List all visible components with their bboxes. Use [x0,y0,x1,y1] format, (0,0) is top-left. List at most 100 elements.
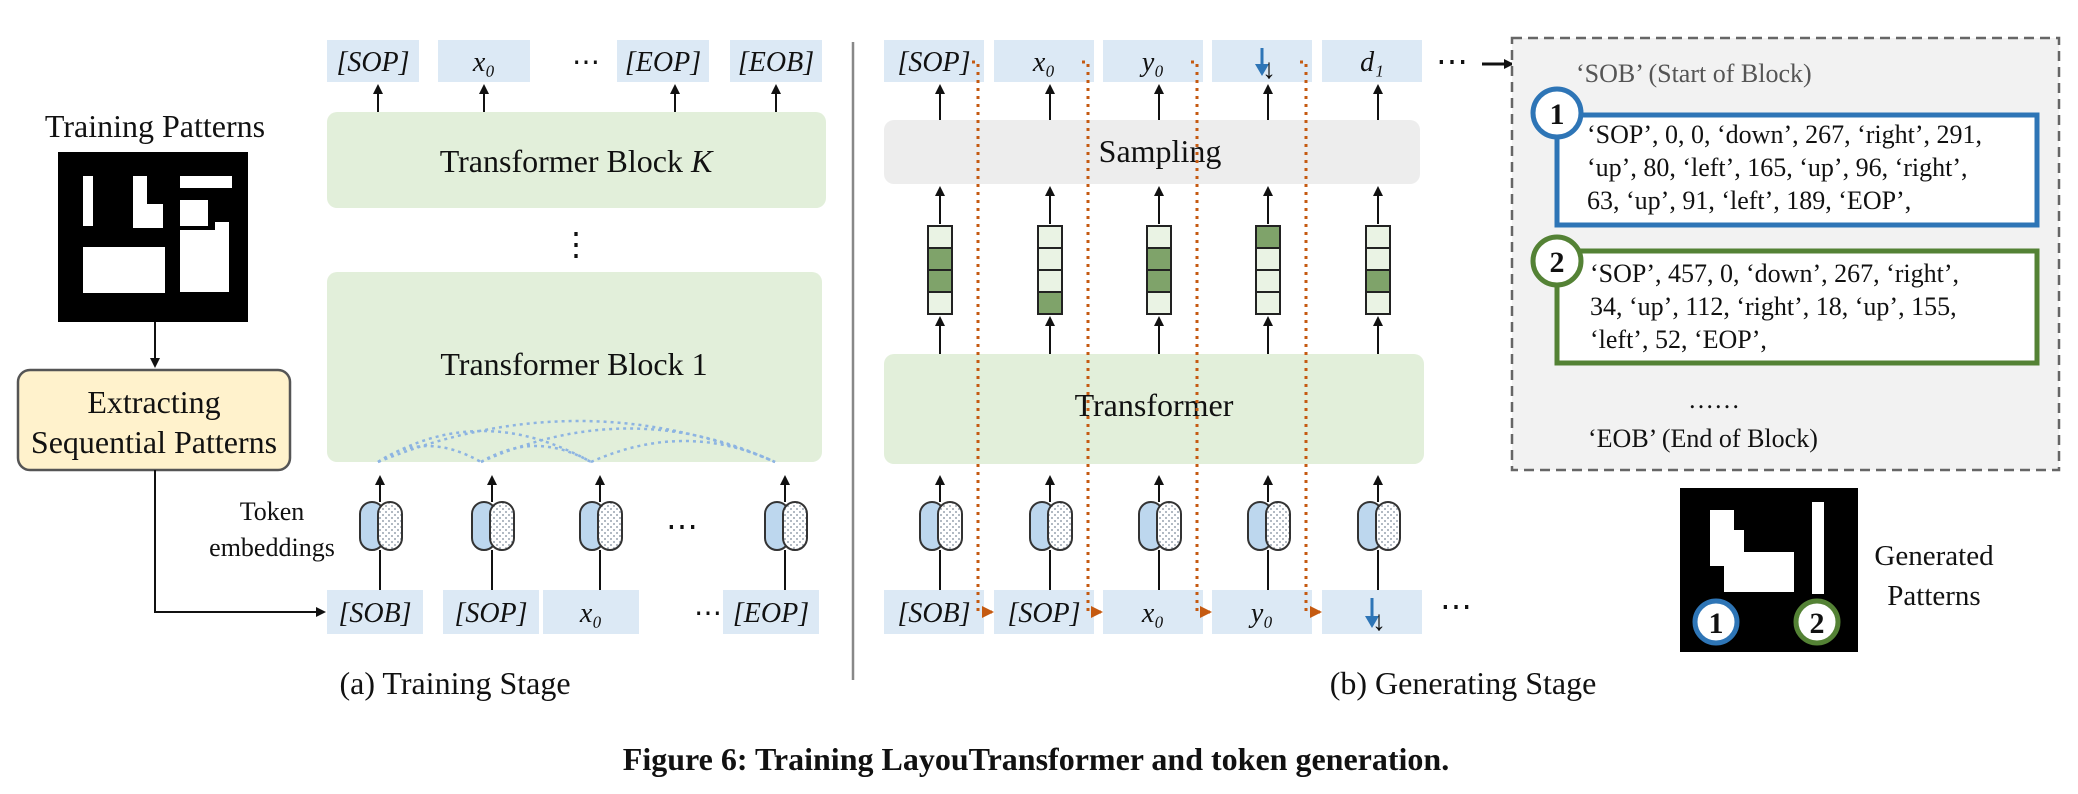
probability-cell [1365,291,1391,315]
token-box [543,590,639,634]
generating-stage: [SOP] x₀ y₀ ↓ d₁ ⋯ Sampling Transformer [SOB… [884,40,1596,701]
token-label: ⋯ [694,598,722,629]
token-box [1212,590,1312,634]
token-label: [SOB] [338,598,411,629]
token-box [1322,40,1422,82]
token-label: [SOP] [454,598,527,629]
generated-label-line2: Patterns [1887,580,1980,612]
sequence-2-number: 2 [1550,246,1565,279]
feedback-arrow [972,60,994,618]
token-label: [EOB] [738,47,814,78]
probability-cell [927,225,953,249]
generated-badge-1-number: 1 [1709,607,1724,640]
attention-arcs [377,419,776,464]
token-label: ⋯ [572,47,600,78]
training-bottom-tokens: [SOB][SOP]x₀⋯[EOP] [327,590,819,634]
training-embedding-ellipsis: ⋯ [666,508,698,544]
probability-cell [1037,291,1063,315]
down-token-arrowhead [1255,64,1269,76]
generated-badge-2 [1793,598,1841,646]
transformer-block-1 [327,272,822,462]
probability-cell [927,269,953,293]
probability-cell [1037,269,1063,293]
token-box [884,590,984,634]
sequence-line: ‘left’, 52, ‘EOP’, [1590,325,1767,354]
embedding-capsule-b [1047,501,1073,551]
sequence-line: ‘SOP’, 457, 0, ‘down’, 267, ‘right’, [1590,259,1959,288]
generated-badge-1 [1692,598,1740,646]
token-box [723,590,819,634]
token-label: ↓ [1372,606,1386,637]
feedback-arrow [1191,60,1212,618]
token-box [994,40,1094,82]
transformer-block-1-label: Transformer Block 1 [440,346,707,382]
sequence-1-number: 1 [1550,98,1565,131]
down-token-arrowhead [1365,616,1379,628]
generated-badge-2-number: 2 [1810,607,1825,640]
token-box [617,40,709,82]
sequence-2-box [1554,248,2040,366]
token-label: [SOP] [897,47,970,78]
probability-cell [1146,225,1172,249]
sequence-line: ‘SOP’, 0, 0, ‘down’, 267, ‘right’, 291, [1587,120,1982,149]
probability-cell [1365,247,1391,271]
sequence-2-badge [1530,234,1584,288]
probability-cell [1365,225,1391,249]
output-panel: ‘SOB’ (Start of Block) 1 ‘SOP’, 0, 0, ‘d… [1510,36,2061,652]
autoregressive-feedback-arrows [972,60,1322,618]
generating-bottom-tokens: [SOB] [SOP] x₀ y₀ ↓ [884,590,1422,637]
token-label: [EOP] [733,598,809,629]
embedding-capsule-b [937,501,963,551]
generating-vertical-arrows [935,84,1383,354]
token-box [730,40,822,82]
probability-cell [1255,269,1281,293]
generating-token-embeddings [919,475,1401,592]
token-label: d₁ [1360,47,1384,78]
sequence-2-lines: ‘SOP’, 457, 0, ‘down’, 267, ‘right’,34, … [1590,259,1959,354]
probability-bars [927,225,1391,315]
token-label: x₀ [1032,47,1055,78]
figure-caption: Figure 6: Training LayouTransformer and … [623,741,1449,777]
token-label: x₀ [1141,598,1164,629]
token-label: [SOP] [1007,598,1080,629]
transformer-block-k [327,112,826,208]
generating-transformer-box [884,354,1424,464]
token-box [327,40,419,82]
embedding-capsule-b [597,501,623,551]
token-box [443,590,539,634]
generating-transformer-label: Transformer [1075,387,1234,423]
token-label: [EOP] [625,47,701,78]
probability-cell [1146,291,1172,315]
embedding-capsule-b [1156,501,1182,551]
training-top-arrows [373,84,781,112]
more-sequences-dots: …… [1688,385,1740,414]
token-label: y₀ [1139,47,1164,78]
sampling-label: Sampling [1099,133,1222,169]
training-stage: [SOP]x₀⋯[EOP][EOB] Transformer Block K ⋮… [327,40,826,701]
token-embeddings-line1: Token [240,497,305,526]
probability-cell [1255,291,1281,315]
token-box [1103,40,1203,82]
generating-top-ellipsis: ⋯ [1436,43,1468,79]
token-label: [SOB] [897,598,970,629]
probability-cell [927,247,953,271]
probability-cell [1146,247,1172,271]
embedding-capsule-b [1265,501,1291,551]
vdots: ⋮ [560,226,592,262]
training-patterns-label: Training Patterns [45,108,265,144]
probability-cell [1255,225,1281,249]
probability-cell [927,291,953,315]
training-patterns-panel: Training Patterns Extracting Sequential … [16,108,335,617]
feedback-arrow [1300,60,1322,618]
embedding-capsule-b [782,501,808,551]
token-label: x₀ [472,47,495,78]
token-label: y₀ [1248,598,1273,629]
token-label: [SOP] [336,47,409,78]
sequence-line: 63, ‘up’, 91, ‘left’, 189, ‘EOP’, [1587,186,1911,215]
embedding-capsule-b [377,501,403,551]
eob-label: ‘EOB’ (End of Block) [1588,424,1818,453]
probability-cell [1037,247,1063,271]
embedding-capsule-b [489,501,515,551]
probability-cell [1146,269,1172,293]
